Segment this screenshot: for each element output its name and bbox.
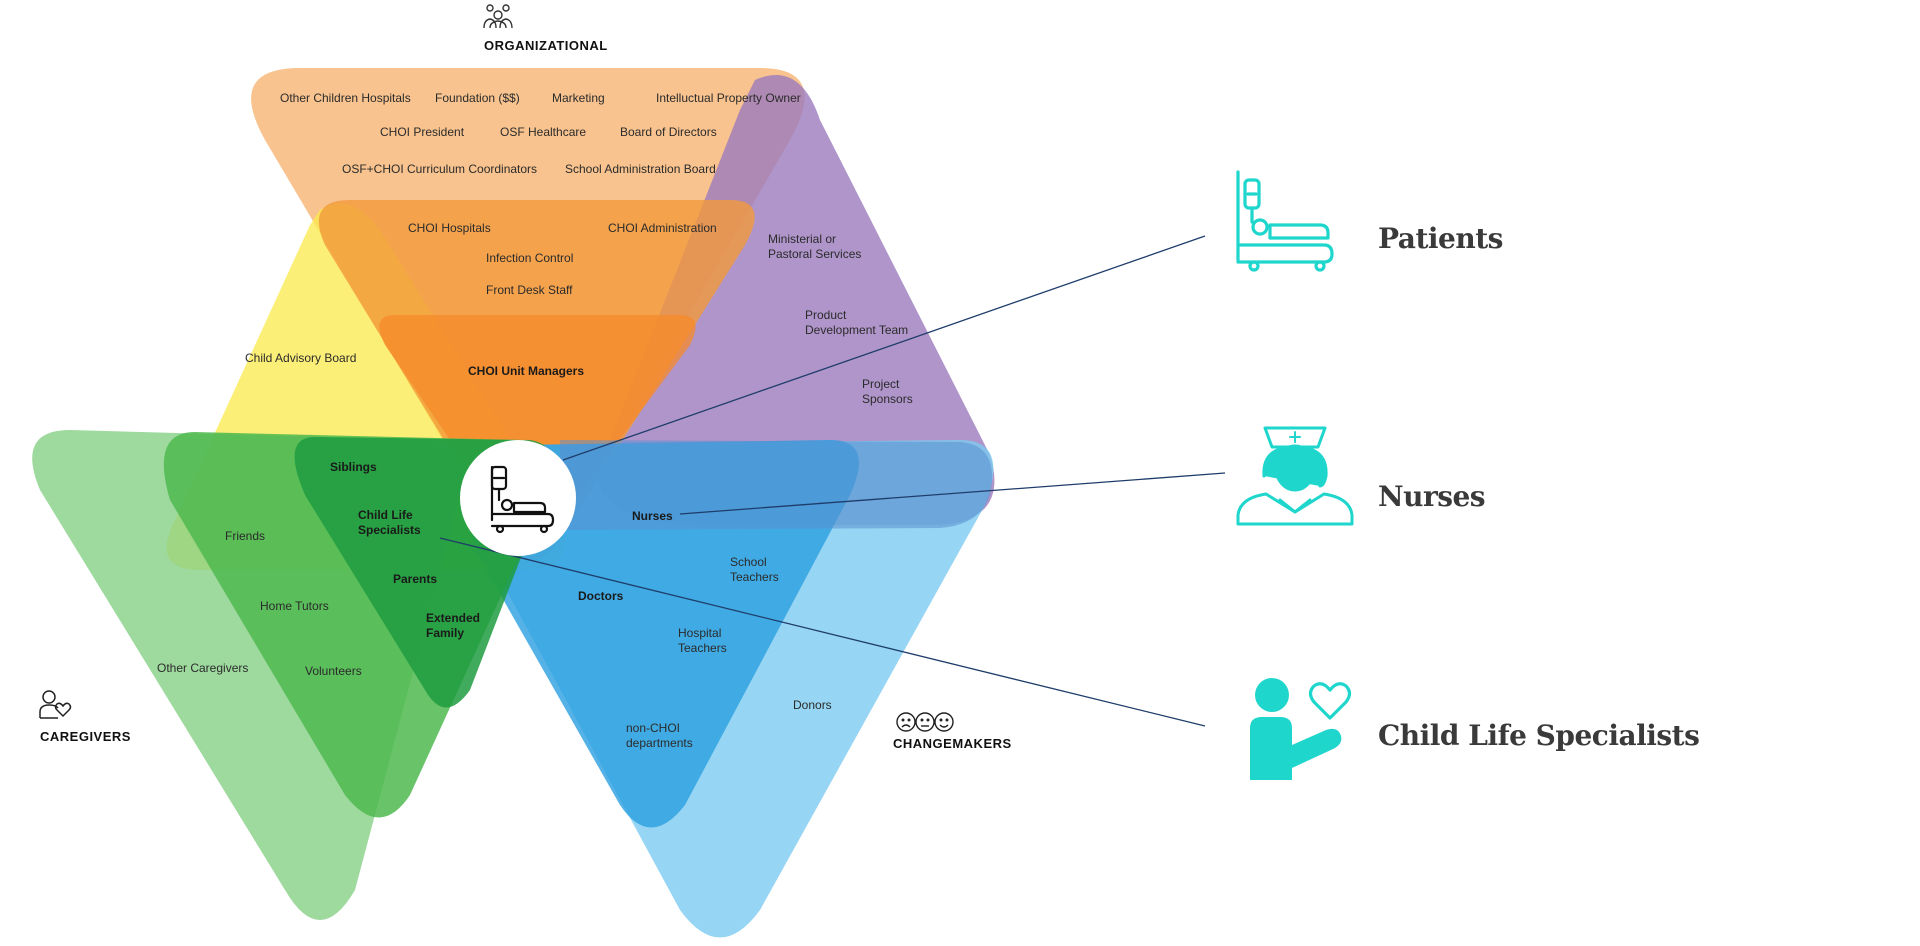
label-curriculum-coordinators: OSF+CHOI Curriculum Coordinators [342, 162, 538, 176]
label-parents: Parents [393, 572, 438, 586]
nurses-connector [679, 472, 1226, 515]
label-choi-president: CHOI President [380, 125, 465, 139]
hospital-bed-icon [490, 465, 555, 534]
unit-managers-shape [379, 315, 696, 540]
group-changemakers: CHANGEMAKERS [893, 736, 1012, 751]
stakeholder-child-life: Child Life Specialists [1378, 719, 1700, 752]
label-ip-owner: Intelluctual Property Owner [656, 91, 801, 105]
label-siblings: Siblings [330, 460, 377, 474]
child-life-connector [439, 537, 1206, 727]
label-home-tutors: Home Tutors [260, 599, 329, 613]
faces-icon [896, 712, 954, 732]
label-front-desk-staff: Front Desk Staff [486, 283, 573, 297]
patients-connector [562, 235, 1206, 461]
nurse-icon [1236, 426, 1354, 526]
nurses-band-shape [560, 440, 992, 530]
patients-icon [1236, 170, 1334, 272]
label-doctors: Doctors [578, 589, 624, 603]
label-child-advisory-board: Child Advisory Board [245, 351, 357, 365]
label-marketing: Marketing [552, 91, 605, 105]
label-school-admin-board: School Administration Board [565, 162, 716, 176]
label-board-of-directors: Board of Directors [620, 125, 717, 139]
child-life-icon [1250, 678, 1352, 780]
label-volunteers: Volunteers [305, 664, 362, 678]
label-project-sponsors: Project Sponsors [862, 377, 913, 406]
label-other-caregivers: Other Caregivers [157, 661, 249, 675]
label-choi-unit-managers: CHOI Unit Managers [468, 364, 585, 378]
label-extended-family: Extended Family [426, 611, 481, 640]
label-friends: Friends [225, 529, 266, 543]
people-network-icon [483, 4, 513, 29]
label-product-dev: Product Development Team [805, 308, 909, 337]
label-osf-healthcare: OSF Healthcare [500, 125, 587, 139]
label-choi-hospitals: CHOI Hospitals [408, 221, 491, 235]
label-nurses: Nurses [632, 509, 673, 523]
center-circle [460, 440, 576, 556]
label-non-choi: non-CHOI departments [626, 721, 693, 750]
changemakers-blue-inner-shape [468, 440, 859, 828]
label-hospital-teachers: Hospital Teachers [678, 626, 727, 655]
label-ministerial: Ministerial or Pastoral Services [768, 232, 862, 261]
stakeholder-nurses: Nurses [1378, 480, 1486, 513]
group-organizational: ORGANIZATIONAL [484, 38, 608, 53]
stakeholder-patients: Patients [1378, 222, 1503, 255]
label-school-teachers: School Teachers [730, 555, 779, 584]
label-other-children-hospitals: Other Children Hospitals [280, 91, 411, 105]
label-foundation: Foundation ($$) [435, 91, 520, 105]
label-infection-control: Infection Control [486, 251, 574, 265]
label-child-life-specialists: Child Life Specialists [358, 508, 421, 537]
group-caregivers: CAREGIVERS [40, 729, 131, 744]
person-heart-icon [39, 690, 72, 719]
label-choi-administration: CHOI Administration [608, 221, 717, 235]
label-donors: Donors [793, 698, 832, 712]
